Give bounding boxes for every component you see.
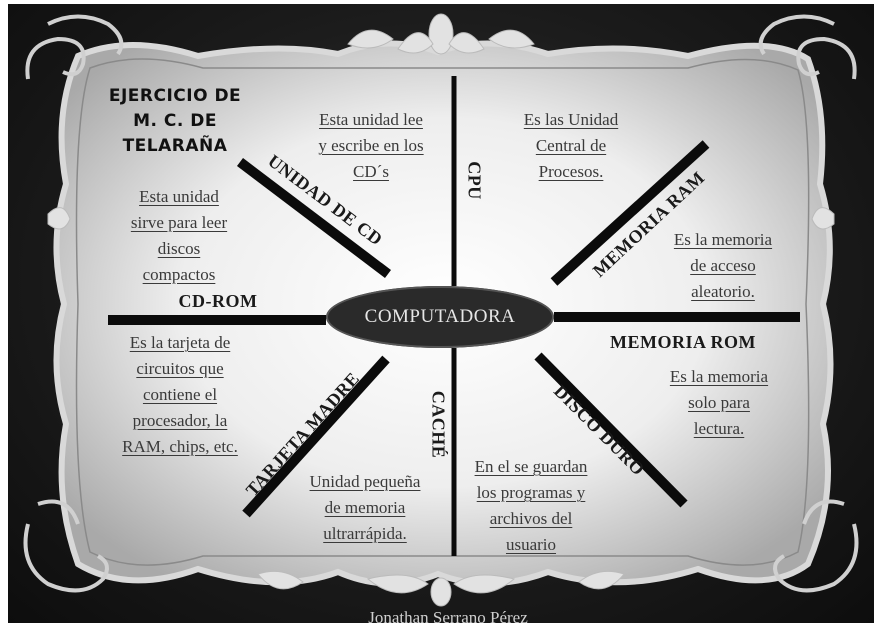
corner-flourish-top-right xyxy=(758,14,857,80)
description-line: y escribe en los xyxy=(318,136,424,155)
description-line: Esta unidad lee xyxy=(319,110,423,129)
corner-flourish-top-left xyxy=(25,14,124,80)
description-line: de memoria xyxy=(324,498,406,517)
disco-duro-description: En el se guardan los programas y archivo… xyxy=(456,454,606,558)
memoria-ram-description: Es la memoria de acceso aleatorio. xyxy=(648,227,798,305)
top-center-ornament xyxy=(347,13,535,55)
description-line: archivos del xyxy=(489,509,573,528)
spokes xyxy=(108,76,800,556)
description-line: Es las Unidad xyxy=(523,110,619,129)
description-line: En el se guardan xyxy=(474,457,588,476)
center-node-label: COMPUTADORA xyxy=(364,306,516,327)
title-line: EJERCICIO DE xyxy=(108,86,242,106)
slide-background: EJERCICIO DE M. C. DE TELARAÑA Esta unid… xyxy=(8,4,874,623)
corner-flourish-bottom-right xyxy=(773,499,859,593)
left-side-ornament xyxy=(47,207,71,230)
description-line: compactos xyxy=(142,265,216,284)
description-line: de acceso xyxy=(690,256,756,275)
description-line: Procesos. xyxy=(538,162,604,181)
cd-rom-description: Esta unidad sirve para leer discos compa… xyxy=(104,184,254,288)
description-line: contiene el xyxy=(142,385,218,404)
center-node-oval xyxy=(326,286,554,348)
description-line: Es la memoria xyxy=(669,367,769,386)
description-line: Unidad pequeña xyxy=(309,472,421,491)
description-line: ultrarrápida. xyxy=(323,524,407,543)
description-line: solo para xyxy=(688,393,750,412)
description-line: procesador, la xyxy=(132,411,228,430)
description-line: Central de xyxy=(535,136,607,155)
memoria-rom-description: Es la memoria solo para lectura. xyxy=(644,364,794,442)
author-name: Jonathan Serrano Pérez xyxy=(368,608,528,623)
memoria-rom-label: MEMORIA ROM xyxy=(610,332,756,352)
description-line: sirve para leer xyxy=(130,213,228,232)
cache-label: CACHÉ xyxy=(428,390,449,459)
description-line: CD´s xyxy=(353,162,389,181)
right-side-ornament xyxy=(811,207,835,230)
description-line: Es la tarjeta de xyxy=(129,333,231,352)
title-line: M. C. DE xyxy=(133,111,217,131)
exercise-title: EJERCICIO DE M. C. DE TELARAÑA xyxy=(96,84,254,159)
description-line: Esta unidad xyxy=(139,187,219,206)
description-line: Es la memoria xyxy=(673,230,773,249)
cpu-label: CPU xyxy=(464,161,485,200)
description-line: circuitos que xyxy=(136,359,224,378)
description-line: aleatorio. xyxy=(691,282,755,301)
tarjeta-madre-description: Es la tarjeta de circuitos que contiene … xyxy=(100,330,260,460)
description-line: lectura. xyxy=(693,419,745,438)
description-line: los programas y xyxy=(476,483,586,502)
description-line: discos xyxy=(157,239,201,258)
corner-flourish-bottom-left xyxy=(23,499,109,593)
title-line: TELARAÑA xyxy=(122,136,228,156)
description-line: RAM, chips, etc. xyxy=(122,437,238,456)
unidad-de-cd-description: Esta unidad lee y escribe en los CD´s xyxy=(286,107,456,185)
description-line: usuario xyxy=(505,535,557,554)
spoke-tarjeta-madre xyxy=(242,355,390,518)
cache-description: Unidad pequeña de memoria ultrarrápida. xyxy=(290,469,440,547)
spoke-unidad-de-cd xyxy=(236,158,392,278)
cpu-description: Es las Unidad Central de Procesos. xyxy=(496,107,646,185)
cd-rom-label: CD-ROM xyxy=(178,291,258,311)
bottom-center-ornament xyxy=(257,570,625,607)
spoke-disco-duro xyxy=(534,352,688,508)
spoke-memoria-ram xyxy=(550,140,710,286)
